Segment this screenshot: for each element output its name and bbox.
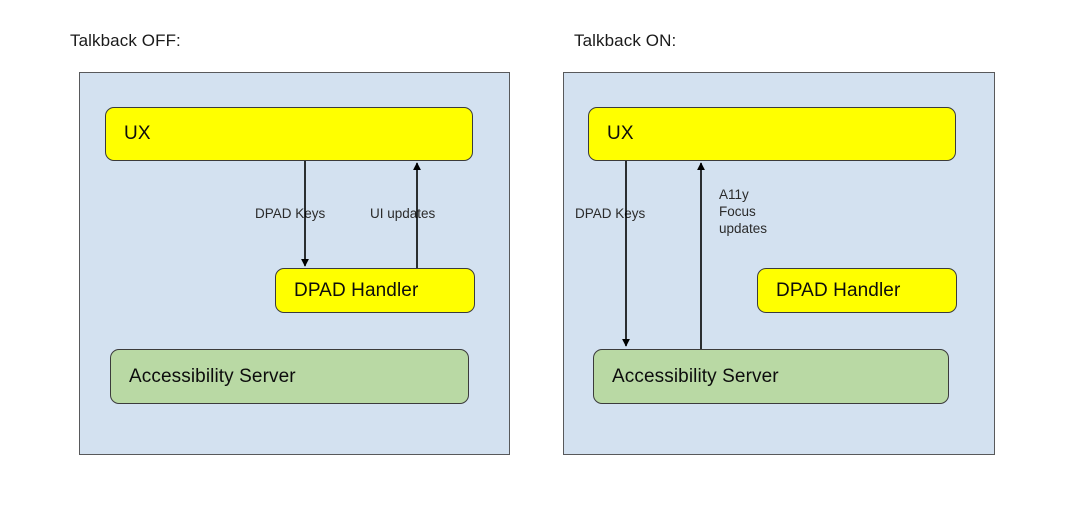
- node-label: Accessibility Server: [612, 365, 779, 387]
- node-label: UX: [607, 123, 634, 144]
- edge-label-line-2: Focus: [719, 204, 756, 219]
- node-label: DPAD Handler: [294, 279, 419, 301]
- node-dpad-handler-on[interactable]: DPAD Handler: [757, 268, 957, 313]
- node-dpad-handler-off[interactable]: DPAD Handler: [275, 268, 475, 313]
- node-label: UX: [124, 123, 151, 144]
- edge-label-dpad-keys-on: DPAD Keys: [575, 206, 646, 221]
- panel-title-talkback-on: Talkback ON:: [574, 31, 677, 50]
- edge-label-ui-updates-off: UI updates: [370, 206, 436, 221]
- node-label: DPAD Handler: [776, 279, 901, 301]
- node-accessibility-server-on[interactable]: Accessibility Server: [593, 349, 949, 404]
- node-ux-on[interactable]: UX: [588, 107, 956, 161]
- node-accessibility-server-off[interactable]: Accessibility Server: [110, 349, 469, 404]
- panel-title-talkback-off: Talkback OFF:: [70, 31, 181, 50]
- edge-label-dpad-keys-off: DPAD Keys: [255, 206, 326, 221]
- edge-label-line-3: updates: [719, 221, 768, 236]
- edge-label-line-1: A11y: [719, 187, 749, 202]
- edge-label-a11y-focus-updates-on: A11y Focus updates: [719, 186, 799, 237]
- node-label: Accessibility Server: [129, 365, 296, 387]
- node-ux-off[interactable]: UX: [105, 107, 473, 161]
